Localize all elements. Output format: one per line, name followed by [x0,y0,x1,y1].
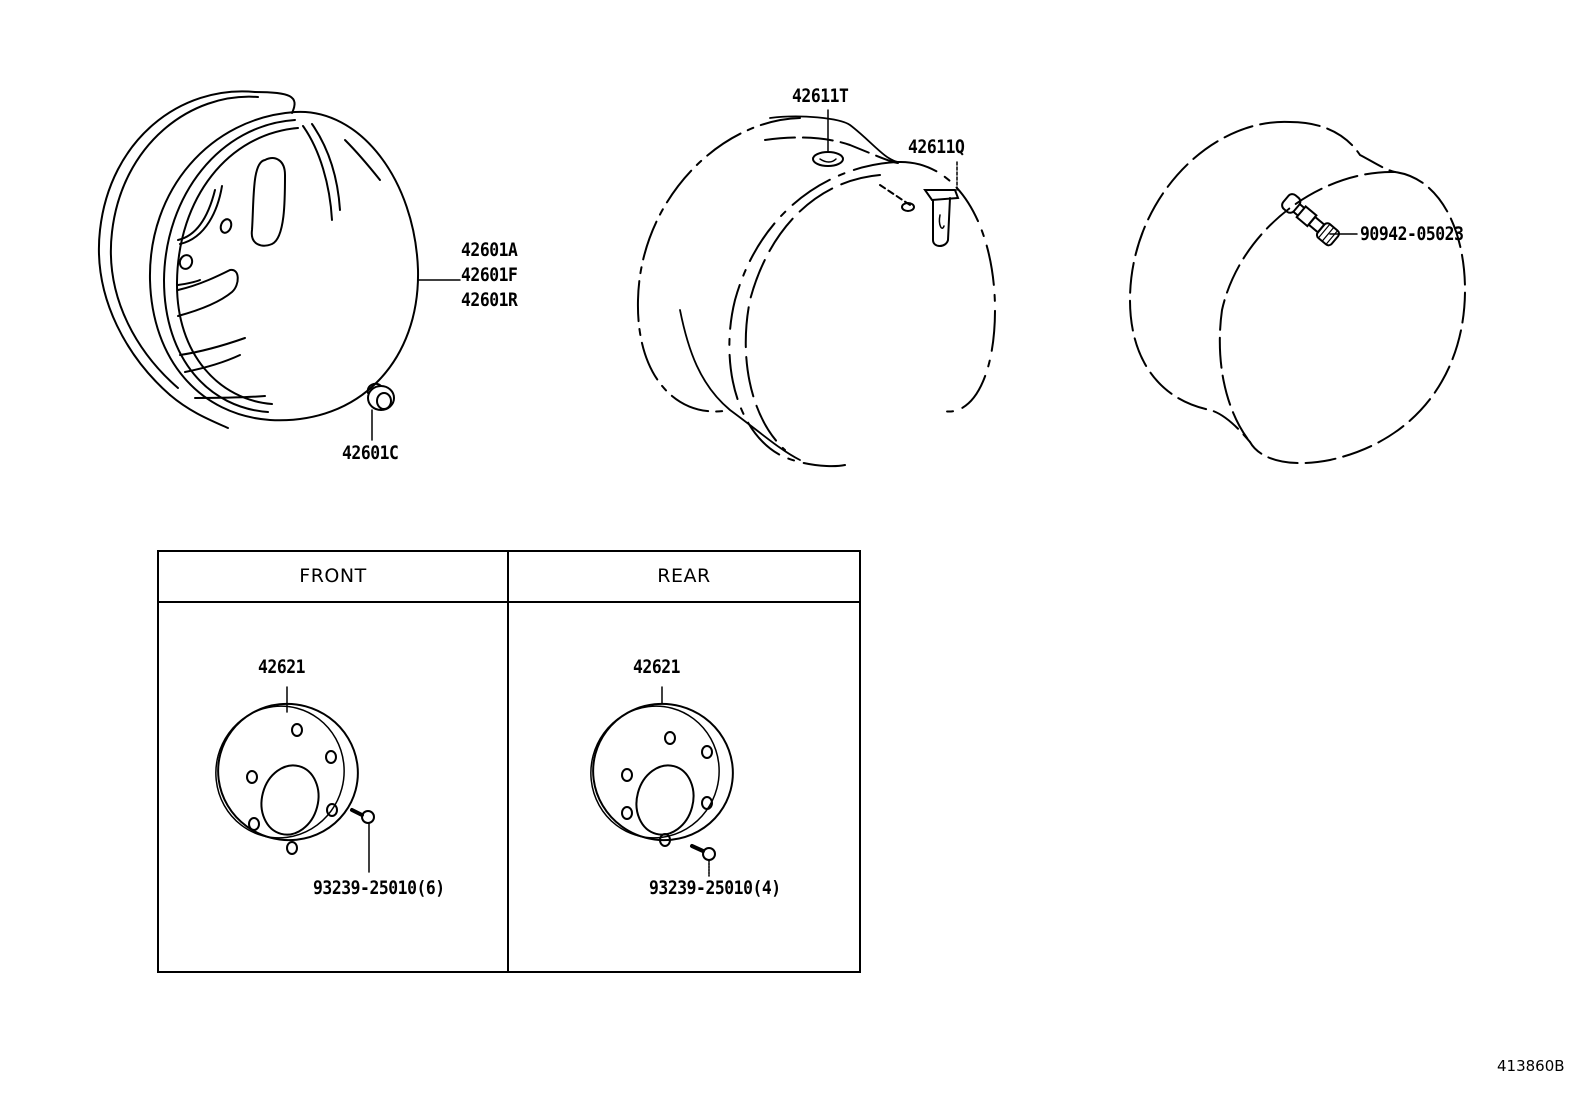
wheel-rim-drawing [97,90,461,429]
hub-nut-cap-drawing [366,382,395,441]
wheel-dashed-drawing-weights [636,109,997,468]
part-label-42601R[interactable]: 42601R [461,289,518,311]
ornament-table [157,550,861,973]
part-label-balance-weight-clip[interactable]: 42611Q [908,136,965,158]
part-label-hub-nut-cap[interactable]: 42601C [342,442,399,464]
part-label-rear-screw[interactable]: 93239-25010(4) [649,877,781,899]
wheel-dashed-drawing-valve [1128,120,1467,465]
table-header-divider [157,601,861,603]
part-label-front-screw[interactable]: 93239-25010(6) [313,877,445,899]
part-label-front-ornament[interactable]: 42621 [258,656,306,678]
table-column-divider [507,550,509,973]
part-label-42601F[interactable]: 42601F [461,264,518,286]
part-label-balance-weight[interactable]: 42611T [792,85,849,107]
part-label-rear-ornament[interactable]: 42621 [633,656,681,678]
front-ornament-drawing [215,686,375,873]
table-header-rear: REAR [657,565,711,587]
rear-ornament-drawing [590,686,734,877]
part-label-42601A[interactable]: 42601A [461,239,518,261]
part-label-valve[interactable]: 90942-05023 [1360,223,1464,245]
table-header-front: FRONT [299,565,367,587]
diagram-reference-code: 413860B [1497,1057,1565,1075]
